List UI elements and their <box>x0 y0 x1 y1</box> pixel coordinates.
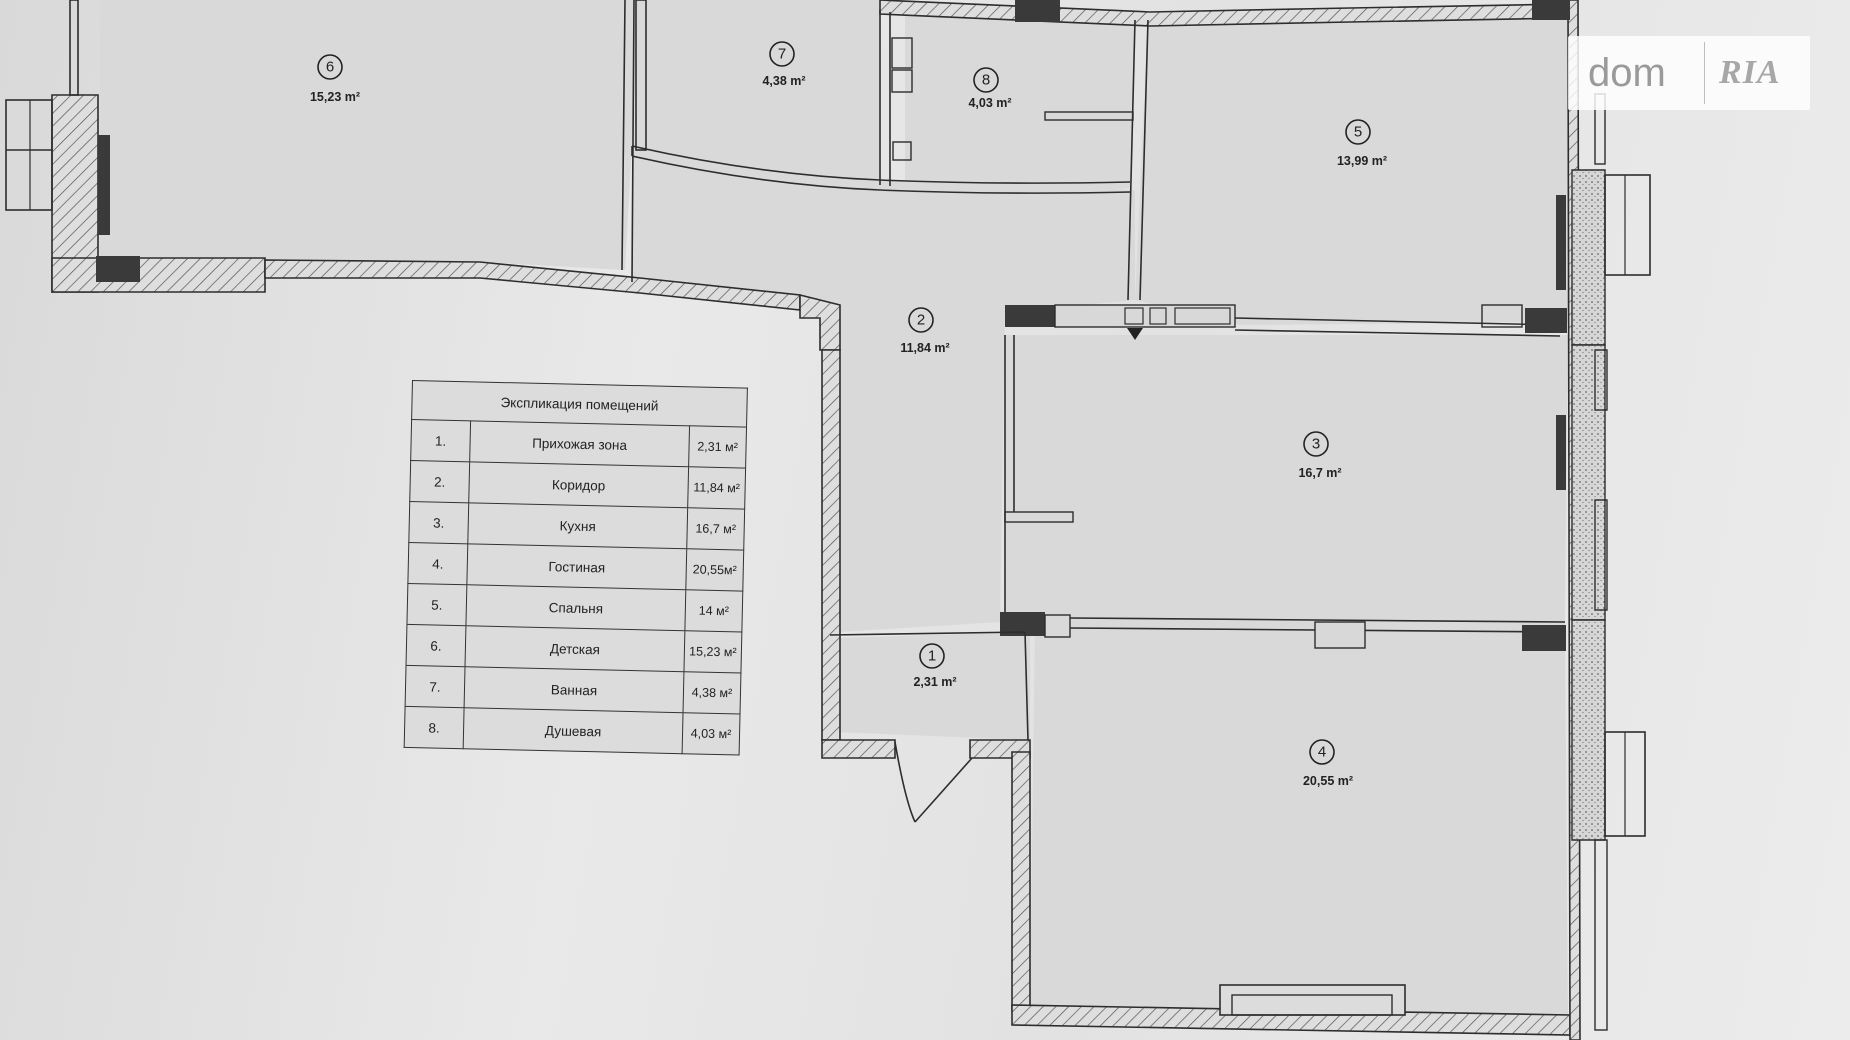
room-name: Детская <box>465 625 685 672</box>
explication-table: Экспликация помещений 1. Прихожая зона 2… <box>403 380 748 756</box>
row-number: 5. <box>406 583 467 626</box>
row-number: 8. <box>404 706 465 749</box>
room-name: Коридор <box>468 461 689 508</box>
interior-walls <box>621 0 1567 823</box>
watermark-dom-text: dom <box>1588 50 1666 95</box>
svg-text:20,55 m²: 20,55 m² <box>1303 774 1353 788</box>
room-name: Ванная <box>464 666 684 713</box>
table-row: 8. Душевая 4,03 м² <box>404 706 741 756</box>
room-area: 20,55м² <box>685 548 744 592</box>
svg-text:2: 2 <box>917 312 925 329</box>
domria-watermark: dom RIA <box>1568 36 1810 110</box>
row-number: 7. <box>405 665 466 708</box>
room-marker-3: 3 16,7 m² <box>1298 431 1342 480</box>
room-marker-1: 1 2,31 m² <box>913 643 957 689</box>
svg-text:8: 8 <box>982 72 990 89</box>
row-number: 3. <box>408 501 469 544</box>
room-name: Прихожая зона <box>469 420 690 467</box>
svg-text:1: 1 <box>928 648 936 665</box>
row-number: 6. <box>406 624 466 667</box>
watermark-ria-text: RIA <box>1719 54 1781 91</box>
row-number: 2. <box>409 460 470 503</box>
room-markers: 1 2,31 m² 2 11,84 m² 3 16,7 m² 4 20,55 m… <box>310 41 1387 788</box>
room-name: Гостиная <box>466 543 687 590</box>
room-area: 11,84 м² <box>687 466 746 510</box>
exterior-walls <box>5 0 1651 1040</box>
row-number: 1. <box>410 419 471 462</box>
room-marker-6: 6 15,23 m² <box>310 54 360 104</box>
room-floors <box>100 0 1572 1015</box>
svg-text:3: 3 <box>1312 436 1320 453</box>
room-area: 16,7 м² <box>686 507 745 551</box>
room-marker-4: 4 20,55 m² <box>1303 739 1353 788</box>
room-marker-5: 5 13,99 m² <box>1337 119 1387 168</box>
room-name: Душевая <box>463 707 684 754</box>
svg-text:7: 7 <box>778 46 786 63</box>
room-marker-2: 2 11,84 m² <box>900 307 950 355</box>
svg-text:6: 6 <box>326 59 334 76</box>
room-area: 4,03 м² <box>682 712 741 756</box>
svg-text:16,7 m²: 16,7 m² <box>1298 466 1341 480</box>
room-area: 15,23 м² <box>683 630 742 674</box>
row-number: 4. <box>407 542 468 585</box>
watermark-divider <box>1704 42 1705 104</box>
room-area: 4,38 м² <box>683 671 741 715</box>
room-area: 2,31 м² <box>688 425 747 469</box>
svg-text:2,31 m²: 2,31 m² <box>913 675 956 689</box>
room-name: Кухня <box>467 502 688 549</box>
room-area: 14 м² <box>684 589 743 633</box>
svg-text:5: 5 <box>1354 124 1362 141</box>
svg-text:15,23 m²: 15,23 m² <box>310 90 360 104</box>
room-marker-8: 8 4,03 m² <box>968 67 1012 110</box>
svg-text:4: 4 <box>1318 744 1326 761</box>
svg-text:4,03 m²: 4,03 m² <box>968 96 1011 110</box>
svg-text:4,38 m²: 4,38 m² <box>762 74 805 88</box>
room-marker-7: 7 4,38 m² <box>762 41 806 88</box>
svg-text:13,99 m²: 13,99 m² <box>1337 154 1387 168</box>
svg-text:11,84 m²: 11,84 m² <box>900 341 949 355</box>
room-name: Спальня <box>465 584 686 631</box>
